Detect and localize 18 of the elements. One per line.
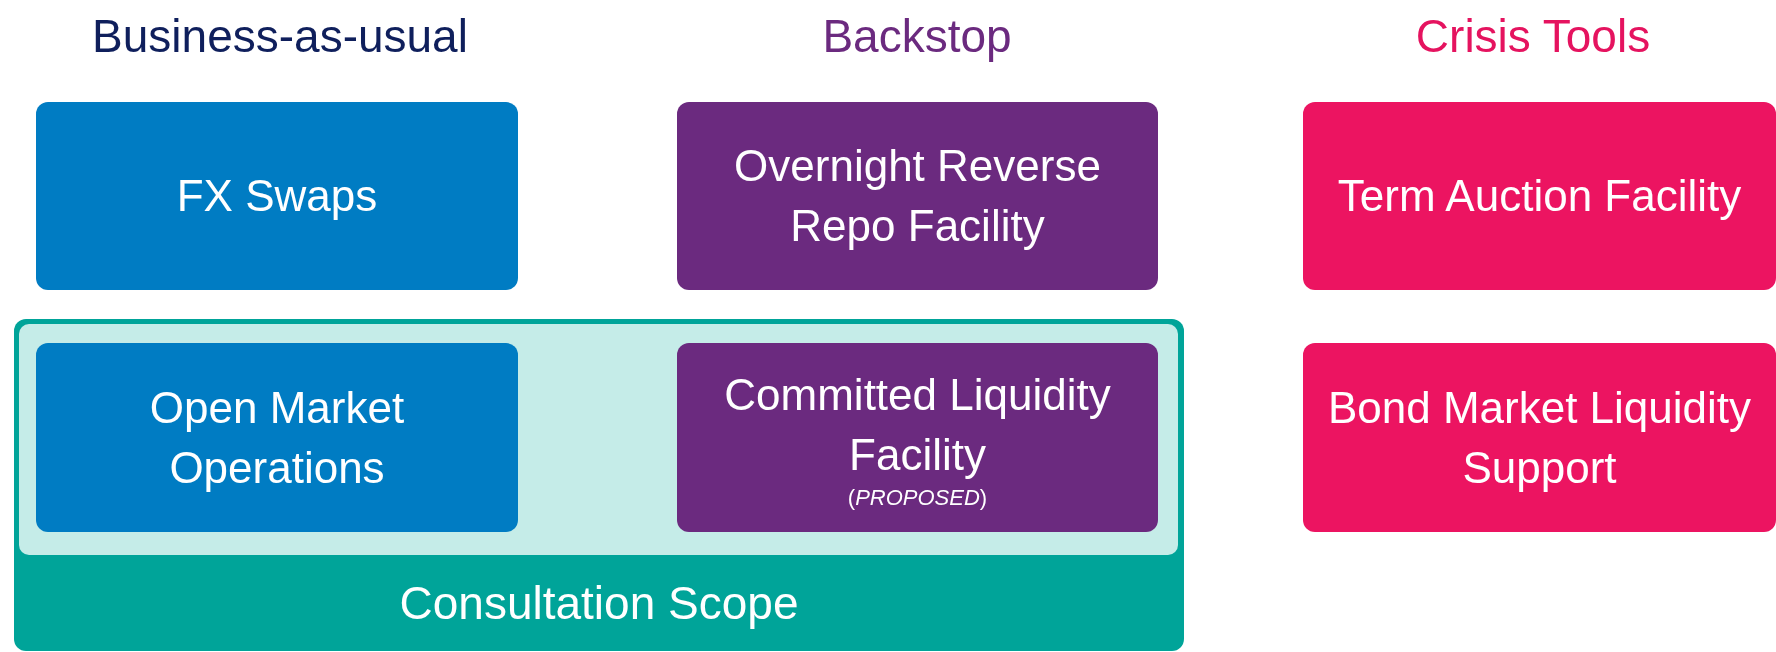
scope-panel (14, 319, 1184, 651)
facility-box (677, 102, 1158, 290)
facility-box (1303, 102, 1776, 290)
column-heading: Crisis Tools (1414, 9, 1652, 64)
column-heading: Backstop (821, 9, 1013, 64)
box-label: Committed Liquidity Facility (723, 368, 1112, 481)
box-label: Term Auction Facility (1336, 170, 1743, 222)
status-note: (PROPOSED) (847, 484, 988, 511)
scope-title: Consultation Scope (399, 576, 799, 631)
box-label: FX Swaps (175, 170, 379, 222)
column-heading: Business-as-usual (91, 9, 469, 64)
facility-box (1303, 343, 1776, 532)
facility-box (677, 343, 1158, 532)
facility-box (36, 343, 518, 532)
box-label: Bond Market Liquidity Support (1326, 381, 1753, 494)
box-label: Overnight Reverse Repo Facility (733, 140, 1102, 252)
box-label: Open Market Operations (148, 381, 406, 494)
facility-box (36, 102, 518, 290)
